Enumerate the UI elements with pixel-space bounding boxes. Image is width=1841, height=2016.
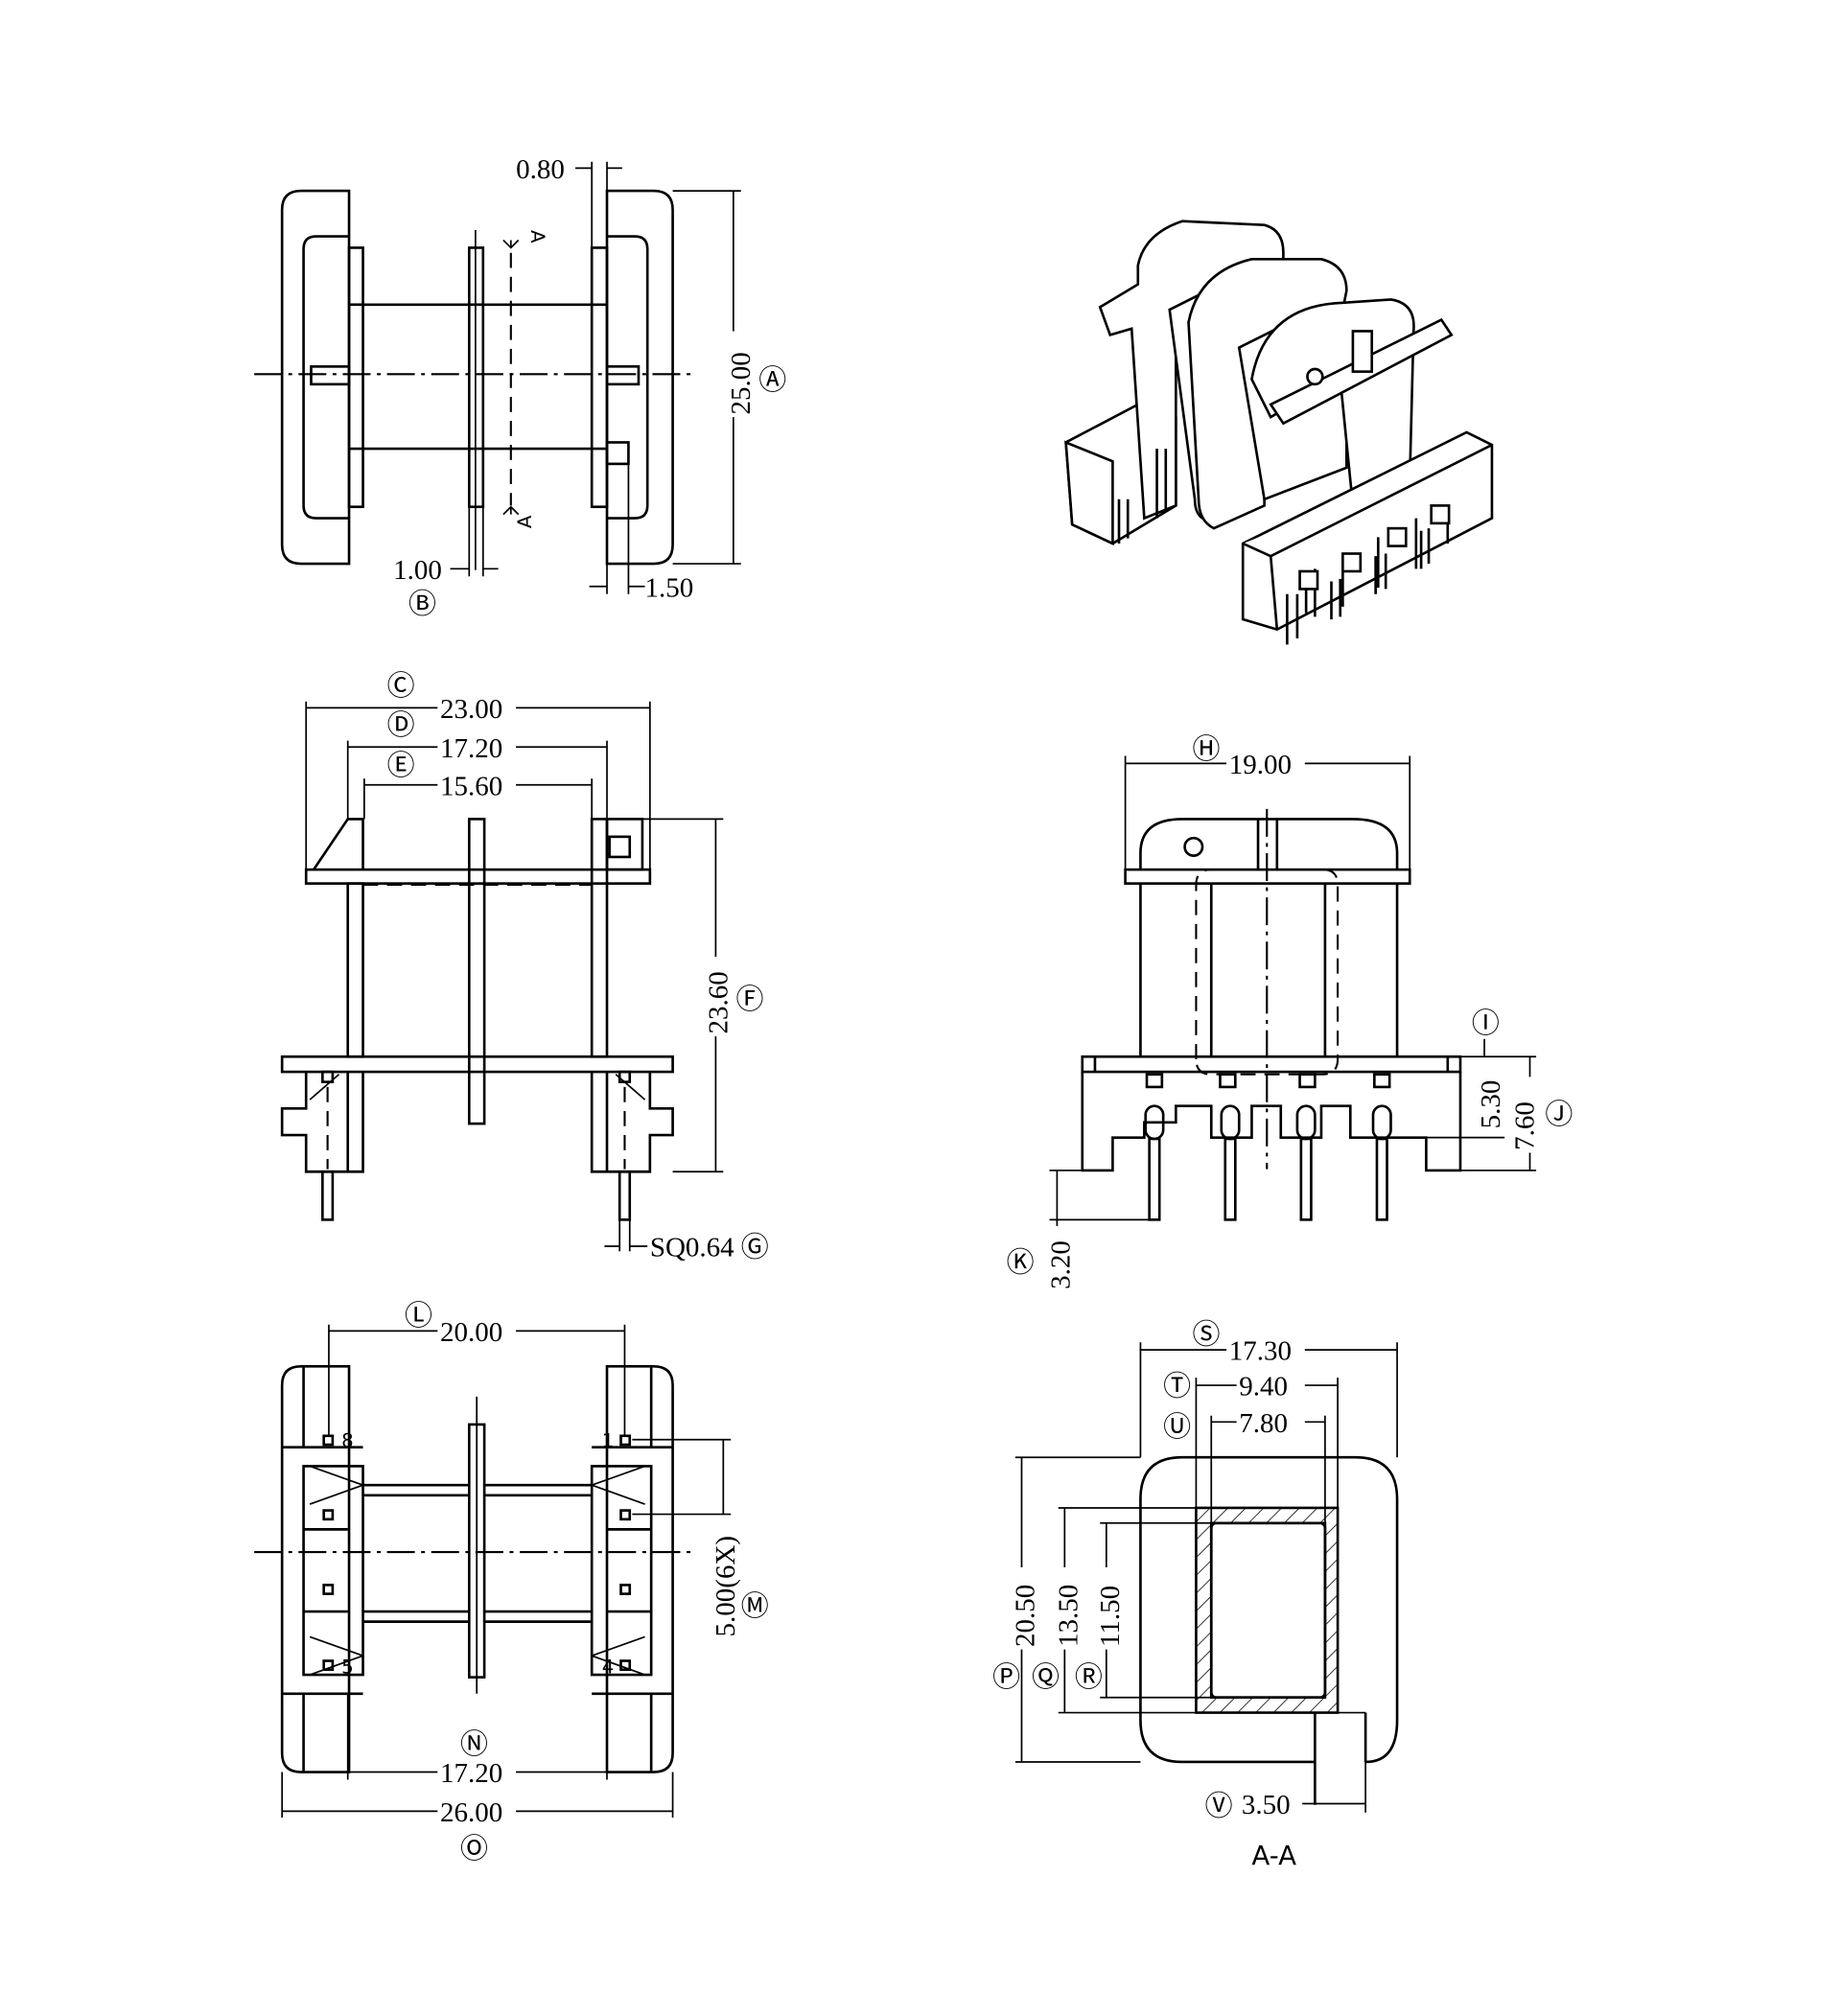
ref-v: Ⓥ (1205, 1789, 1233, 1821)
dim-sq0-64: SQ0.64 (650, 1233, 734, 1263)
ref-c: Ⓒ (387, 669, 415, 702)
dim-7-80: 7.80 (1239, 1408, 1288, 1439)
ref-e: Ⓔ (387, 749, 415, 781)
dim-20-50: 20.50 (1011, 1585, 1041, 1647)
ref-g: Ⓖ (741, 1231, 769, 1263)
dim-17-20-bottom: 17.20 (440, 1758, 502, 1789)
dim-15-60: 15.60 (440, 771, 502, 801)
ref-o: Ⓞ (460, 1832, 488, 1865)
section-title: A-A (1251, 1840, 1296, 1871)
dim-9-40: 9.40 (1239, 1372, 1288, 1402)
dim-17-30: 17.30 (1229, 1336, 1292, 1367)
dim-19-00: 19.00 (1229, 750, 1292, 780)
ref-s: Ⓢ (1192, 1318, 1220, 1351)
dim-5-00-6x: 5.00(6X) (711, 1536, 741, 1637)
ref-a: Ⓐ (758, 363, 786, 396)
dim-23-00: 23.00 (440, 694, 502, 725)
dim-23-60: 23.60 (703, 971, 734, 1033)
ref-j: Ⓙ (1545, 1098, 1573, 1130)
section-mark-bottom: A (514, 515, 536, 528)
ref-q: Ⓠ (1032, 1660, 1060, 1693)
ref-i: Ⓘ (1472, 1007, 1500, 1039)
dim-26-00: 26.00 (440, 1797, 502, 1828)
ref-p: Ⓟ (992, 1660, 1020, 1693)
dim-5-30: 5.30 (1476, 1080, 1506, 1129)
ref-d: Ⓓ (387, 708, 415, 741)
top-view: A A 0.80 25.00 Ⓐ 1.00 Ⓑ 1.50 (254, 154, 786, 619)
ref-b: Ⓑ (408, 587, 436, 619)
dim-0-80: 0.80 (516, 154, 565, 185)
dim-3-50: 3.50 (1242, 1790, 1291, 1820)
ref-r: Ⓡ (1075, 1660, 1103, 1693)
section-view-a-a: Ⓢ 17.30 Ⓣ 9.40 Ⓤ 7.80 20.50 Ⓟ 13.50 Ⓠ 11… (992, 1318, 1399, 1871)
section-mark-top: A (526, 230, 548, 243)
dim-17-20: 17.20 (440, 733, 502, 764)
dim-13-50: 13.50 (1053, 1585, 1084, 1647)
isometric-view (1064, 220, 1494, 645)
dim-25-00: 25.00 (726, 352, 757, 414)
dim-11-50: 11.50 (1095, 1586, 1126, 1647)
ref-n: Ⓝ (460, 1727, 488, 1760)
pin-label-8: 8 (341, 1430, 354, 1452)
ref-m: Ⓜ (741, 1589, 769, 1622)
ref-t: Ⓣ (1163, 1370, 1191, 1402)
ref-l: Ⓛ (405, 1299, 432, 1332)
ref-f: Ⓕ (735, 983, 763, 1015)
pin-label-5: 5 (341, 1657, 354, 1679)
ref-h: Ⓗ (1192, 732, 1220, 765)
pin-label-1: 1 (602, 1430, 615, 1452)
front-view: Ⓒ 23.00 Ⓓ 17.20 Ⓔ 15.60 23.60 Ⓕ SQ0.64 Ⓖ (280, 669, 769, 1263)
dim-1-00: 1.00 (393, 555, 442, 586)
dim-1-50: 1.50 (645, 572, 694, 603)
dim-7-60: 7.60 (1509, 1101, 1540, 1150)
dim-20-00: 20.00 (440, 1317, 502, 1348)
pin-label-4: 4 (602, 1657, 615, 1679)
ref-k: Ⓚ (1007, 1245, 1035, 1278)
bottom-view: 8 1 5 4 Ⓛ 20.00 5.00(6X) Ⓜ Ⓝ 17.20 26.00… (254, 1299, 769, 1865)
side-view: Ⓗ 19.00 Ⓘ 5.30 7.60 Ⓙ 3.20 Ⓚ (1007, 732, 1573, 1289)
dim-3-20: 3.20 (1046, 1240, 1077, 1289)
ref-u: Ⓤ (1163, 1410, 1191, 1443)
